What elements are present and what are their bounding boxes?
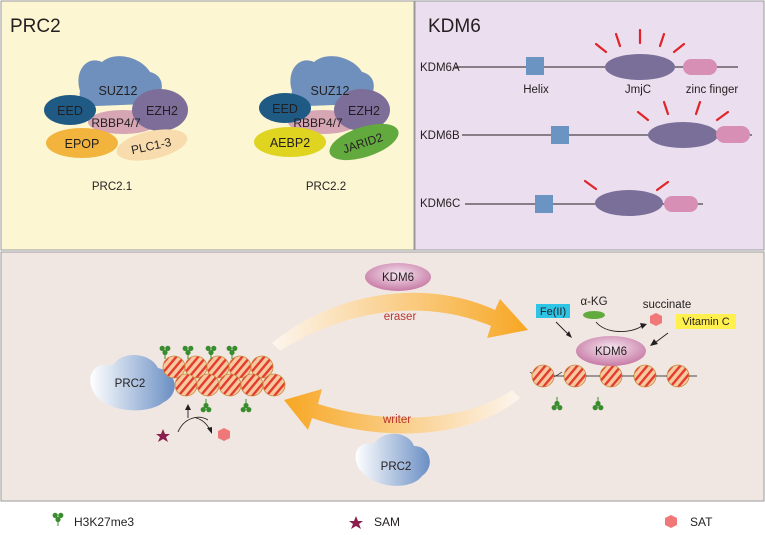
compact-chromatin: PRC2 bbox=[90, 345, 286, 442]
kdm6a-gene: KDM6A Helix JmjC zinc finger bbox=[420, 28, 739, 96]
kdm6-top-label: KDM6 bbox=[382, 272, 414, 284]
epop-subunit bbox=[46, 128, 118, 158]
eed-subunit bbox=[44, 95, 96, 125]
prc2-left-enzyme bbox=[90, 354, 175, 411]
reaction-arrow bbox=[177, 416, 209, 433]
helix-domain bbox=[526, 57, 544, 75]
jarid2-subunit bbox=[329, 123, 399, 161]
eraser-arrow bbox=[272, 292, 528, 351]
kdm6-enzyme bbox=[365, 263, 431, 291]
ezh2-subunit bbox=[334, 89, 390, 131]
nucleosome-row-bottom bbox=[174, 373, 286, 397]
kdm6-panel-title: KDM6 bbox=[428, 16, 481, 37]
plc-subunit bbox=[116, 129, 188, 161]
jmjc-domain bbox=[605, 54, 675, 80]
cycle-panel: eraser writer KDM6 PRC2 PRC2 bbox=[0, 251, 765, 502]
ezh2-subunit bbox=[132, 89, 188, 131]
jmjc-domain bbox=[595, 190, 663, 216]
prc2-2-label: PRC2.2 bbox=[306, 181, 346, 193]
prc2-bottom-label: PRC2 bbox=[381, 461, 412, 473]
kdm6b-gene: KDM6B bbox=[420, 100, 752, 148]
sam-molecule bbox=[156, 429, 170, 442]
aebp2-label: AEBP2 bbox=[270, 136, 310, 150]
prc2-panel-title: PRC2 bbox=[10, 16, 61, 37]
rbbp-label: RBBP4/7 bbox=[293, 116, 343, 130]
legend-label: SAT bbox=[690, 515, 713, 529]
suz12-subunit bbox=[78, 56, 162, 106]
suz12-label: SUZ12 bbox=[311, 84, 350, 98]
legend-label: SAM bbox=[374, 515, 400, 529]
writer-label: writer bbox=[382, 414, 411, 426]
sat-icon bbox=[665, 515, 677, 528]
helix-domain bbox=[551, 126, 569, 144]
akg-molecule bbox=[583, 311, 605, 319]
succinate-molecule bbox=[650, 313, 662, 326]
fe-box bbox=[536, 304, 570, 318]
gene-label: KDM6B bbox=[420, 130, 460, 142]
gene-label: KDM6A bbox=[420, 62, 460, 74]
fe-label: Fe(II) bbox=[540, 306, 566, 318]
red-marks bbox=[636, 100, 730, 122]
kdm6-right-enzyme bbox=[576, 336, 646, 366]
zinc-finger-domain bbox=[683, 59, 717, 75]
eed-label: EED bbox=[272, 102, 298, 116]
ezh2-label: EZH2 bbox=[348, 104, 380, 118]
prc2-1-complex: SUZ12 EED EZH2 RBBP4/7 EPOP PLC1-3 PRC2.… bbox=[44, 56, 188, 193]
jmjc-domain bbox=[648, 122, 718, 148]
open-chromatin: KDM6 Fe(II) α-KG succinate Vitamin C bbox=[529, 296, 736, 411]
h3k27me3-icon bbox=[52, 512, 64, 527]
legend: H3K27me3 SAM SAT bbox=[52, 512, 713, 529]
kdm6-panel: KDM6 KDM6A Helix JmjC zinc finger KDM6B bbox=[414, 0, 765, 251]
ezh2-label: EZH2 bbox=[146, 104, 178, 118]
prc2-left-label: PRC2 bbox=[115, 378, 146, 390]
legend-label: H3K27me3 bbox=[74, 515, 134, 529]
kdm6-right-label: KDM6 bbox=[595, 346, 627, 358]
vitamin-c-label: Vitamin C bbox=[682, 316, 730, 328]
helix-domain bbox=[535, 195, 553, 213]
akg-label: α-KG bbox=[580, 296, 607, 308]
prc2-bottom-enzyme bbox=[355, 433, 430, 486]
vitamin-c-box bbox=[676, 314, 736, 329]
zinc-finger-domain bbox=[664, 196, 698, 212]
gene-label: KDM6C bbox=[420, 198, 460, 210]
sam-icon bbox=[349, 516, 363, 529]
eed-label: EED bbox=[57, 104, 83, 118]
prc2-1-label: PRC2.1 bbox=[92, 181, 132, 193]
red-marks bbox=[594, 28, 686, 54]
red-marks bbox=[583, 179, 670, 192]
zinc-finger-label: zinc finger bbox=[686, 84, 739, 96]
jmjc-label: JmjC bbox=[625, 84, 651, 96]
kdm6c-gene: KDM6C bbox=[420, 179, 703, 216]
aebp2-subunit bbox=[254, 127, 326, 157]
succinate-label: succinate bbox=[643, 299, 692, 311]
suz12-label: SUZ12 bbox=[99, 84, 138, 98]
prc2-panel: PRC2 SUZ12 EED EZH2 RBBP4/7 EPOP PLC1-3 … bbox=[0, 0, 415, 251]
eraser-label: eraser bbox=[384, 311, 417, 323]
zinc-finger-domain bbox=[716, 126, 750, 143]
sat-molecule bbox=[218, 428, 230, 441]
writer-arrow bbox=[284, 389, 520, 434]
eed-subunit bbox=[259, 93, 311, 123]
rbbp-label: RBBP4/7 bbox=[91, 116, 141, 130]
epop-label: EPOP bbox=[65, 137, 100, 151]
helix-label: Helix bbox=[523, 84, 549, 96]
prc2-2-complex: SUZ12 EED EZH2 RBBP4/7 AEBP2 JARID2 PRC2… bbox=[254, 56, 399, 193]
